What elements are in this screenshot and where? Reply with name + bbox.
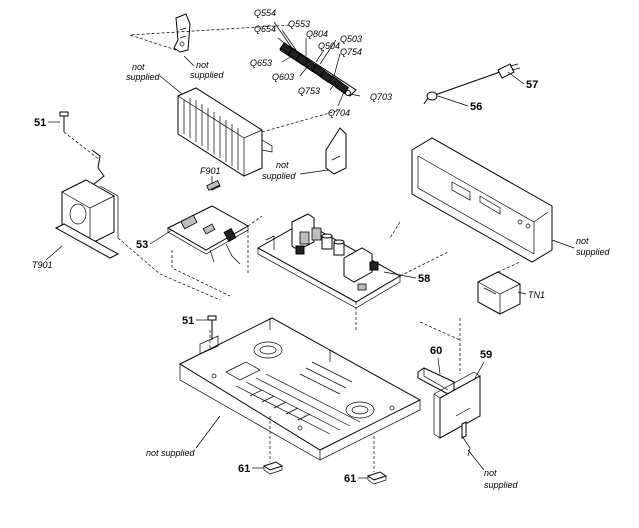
not-supplied-label-6-line1: not	[484, 468, 497, 478]
not-supplied-label-5: not supplied	[146, 448, 196, 458]
screw-51-top-dash	[63, 131, 101, 161]
not-supplied-label-1-line2: supplied	[190, 70, 225, 80]
label-q753: Q753	[298, 86, 320, 96]
transformer-t901	[54, 149, 120, 259]
not-supplied-leader-5	[195, 415, 221, 449]
not-supplied-label-4-line1: not	[576, 236, 589, 246]
board-53-dash	[247, 215, 263, 227]
assembly-guides	[117, 221, 461, 374]
part-53-leader	[149, 229, 173, 245]
small-clip	[461, 421, 471, 457]
label-q654: Q654	[254, 24, 276, 34]
not-supplied-leader-2	[159, 75, 183, 95]
transistor-leaders	[273, 21, 361, 107]
tn1-dash	[497, 261, 521, 273]
not-supplied-leader-1	[183, 55, 195, 67]
tn1-leader	[517, 291, 527, 295]
part-number-59: 59	[480, 349, 492, 361]
label-q703: Q703	[370, 92, 392, 102]
part-57-leader	[507, 71, 525, 85]
rear-panel	[411, 137, 553, 263]
transistor-row	[279, 42, 357, 97]
board-53	[166, 205, 250, 265]
not-supplied-leader-4	[551, 239, 575, 249]
not-supplied-label-1-line1: not	[196, 60, 209, 70]
bracket-60	[417, 367, 455, 395]
heatsink	[177, 87, 273, 177]
part-number-51-top: 51	[34, 117, 46, 129]
label-tn1: TN1	[528, 290, 545, 300]
bracket-leader	[129, 24, 291, 51]
label-q603: Q603	[272, 72, 294, 82]
screw-51-top	[59, 111, 69, 132]
heatsink-leader	[261, 109, 341, 133]
chassis	[178, 317, 422, 461]
label-q704: Q704	[328, 108, 350, 118]
foot-61-left	[262, 416, 284, 475]
part-56-leader	[437, 95, 469, 107]
label-q653: Q653	[250, 58, 272, 68]
fuse-f901	[206, 180, 222, 191]
part-number-53: 53	[136, 239, 148, 251]
not-supplied-label-3-line1: not	[276, 160, 289, 170]
part-number-61-right: 61	[344, 473, 356, 485]
power-cord	[423, 63, 521, 105]
terminal-tn1	[477, 271, 521, 315]
not-supplied-leader-3	[299, 169, 329, 175]
label-q754: Q754	[340, 47, 362, 57]
board-59	[433, 371, 481, 439]
label-q553: Q553	[288, 19, 310, 29]
foot-61-right	[366, 436, 388, 485]
part-number-61-left: 61	[238, 463, 250, 475]
part-number-57: 57	[526, 79, 538, 91]
not-supplied-label-2-line2: supplied	[126, 72, 161, 82]
part-58-leader	[383, 271, 417, 279]
part-number-60: 60	[430, 345, 442, 357]
not-supplied-label-4-line2: supplied	[576, 247, 611, 257]
part-number-51-middle: 51	[182, 315, 194, 327]
not-supplied-label-3-line2: supplied	[262, 171, 297, 181]
screw-51-middle	[207, 315, 217, 340]
label-f901: F901	[200, 166, 221, 176]
main-board-58	[256, 213, 402, 309]
label-t901: T901	[32, 260, 53, 270]
top-bracket	[173, 13, 191, 53]
label-q503: Q503	[340, 34, 362, 44]
not-supplied-label-2-line1: not	[132, 62, 145, 72]
not-supplied-leader-6	[467, 449, 485, 471]
label-q504: Q504	[318, 41, 340, 51]
t901-leader	[45, 245, 63, 261]
mid-bracket	[325, 127, 347, 175]
label-q804: Q804	[306, 29, 328, 39]
part-60-leader	[437, 357, 441, 375]
not-supplied-label-6-line2: supplied	[484, 480, 519, 490]
part-number-58: 58	[418, 273, 430, 285]
part-59-leader	[473, 361, 485, 381]
label-q554: Q554	[254, 8, 276, 18]
part-number-56: 56	[470, 101, 482, 113]
